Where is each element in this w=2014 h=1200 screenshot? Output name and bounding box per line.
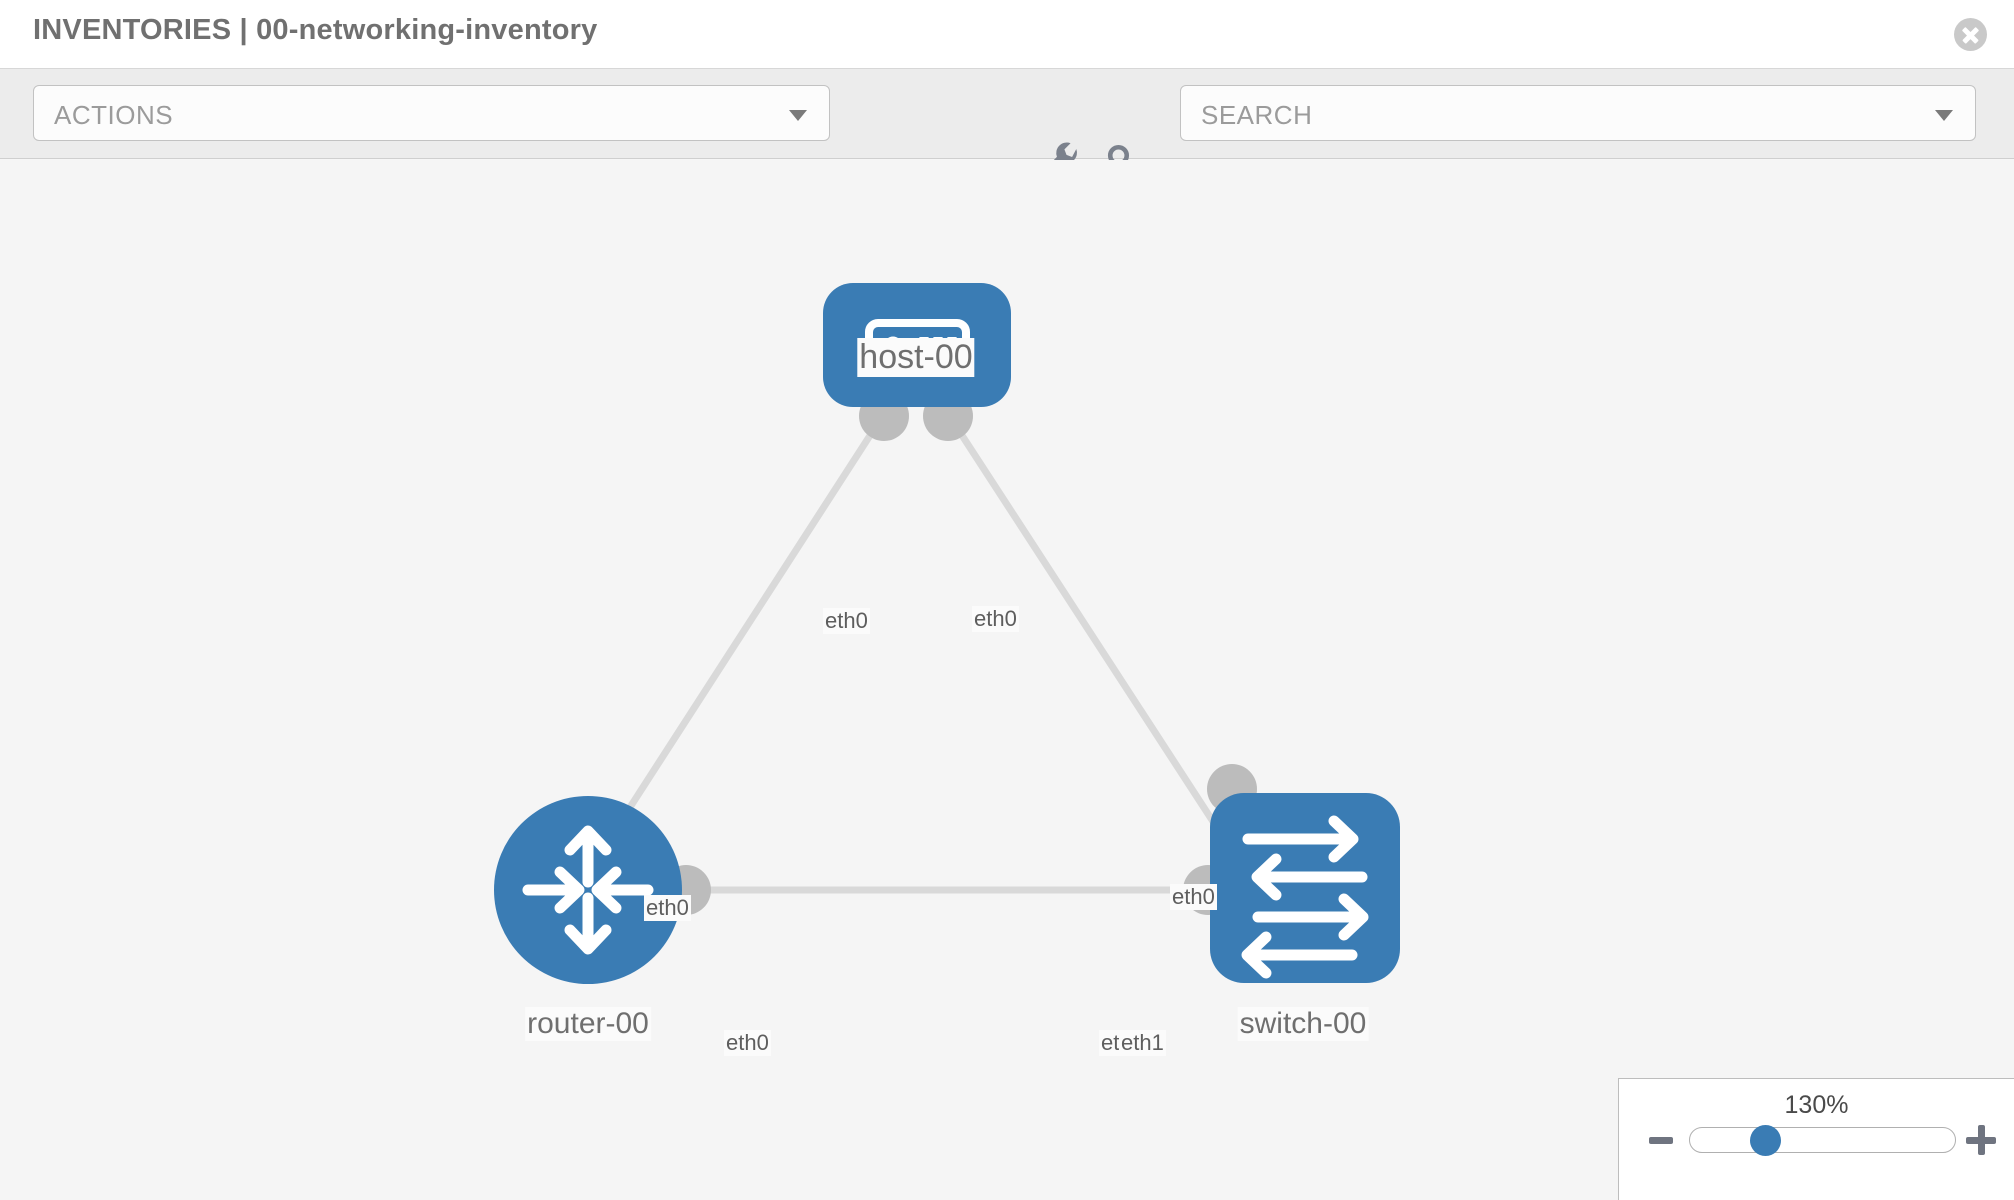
topology-graph [494, 283, 1400, 984]
edge-label: eth0 [823, 608, 870, 634]
port-layer [661, 391, 1257, 915]
topology-canvas[interactable]: host-00 router-00 switch-00 eth0 eth0 et… [0, 160, 2014, 1200]
node-label-switch-00: switch-00 [1237, 1007, 1369, 1041]
toolbar: ACTIONS SEARCH [0, 69, 2014, 180]
node-label-host-00: host-00 [857, 338, 975, 377]
zoom-level-label: 130% [1784, 1091, 1849, 1119]
chevron-down-icon [789, 110, 807, 121]
router-icon [522, 825, 654, 955]
link-router-host [593, 418, 883, 862]
chevron-down-icon[interactable] [1935, 110, 1953, 121]
search-placeholder: SEARCH [1201, 100, 1313, 130]
switch-icon [1241, 815, 1369, 979]
plus-icon-vertical [1977, 1125, 1985, 1155]
zoom-in-button[interactable] [1966, 1125, 1996, 1155]
edge-label: eth0 [972, 606, 1019, 632]
edge-label: eth0 [644, 895, 691, 921]
zoom-control-panel: 130% [1618, 1078, 2014, 1200]
actions-dropdown-label: ACTIONS [54, 100, 174, 130]
node-label-router-00: router-00 [525, 1007, 651, 1041]
link-layer [593, 418, 1241, 894]
zoom-slider-thumb[interactable] [1750, 1125, 1781, 1156]
edge-label: eth0 [724, 1030, 771, 1056]
page-title: INVENTORIES | 00-networking-inventory [33, 14, 598, 46]
edge-label: eth1 [1119, 1030, 1166, 1056]
actions-dropdown[interactable]: ACTIONS [33, 85, 830, 141]
link-host-switch [949, 418, 1241, 862]
edge-label: eth0 [1170, 884, 1217, 910]
titlebar: INVENTORIES | 00-networking-inventory [0, 0, 2014, 69]
close-icon[interactable] [1954, 18, 1987, 51]
zoom-slider-track[interactable] [1689, 1127, 1956, 1153]
search-input[interactable]: SEARCH [1180, 85, 1976, 141]
node-router-00 [494, 796, 682, 984]
zoom-out-button[interactable] [1649, 1137, 1673, 1144]
node-switch-00 [1210, 793, 1400, 983]
